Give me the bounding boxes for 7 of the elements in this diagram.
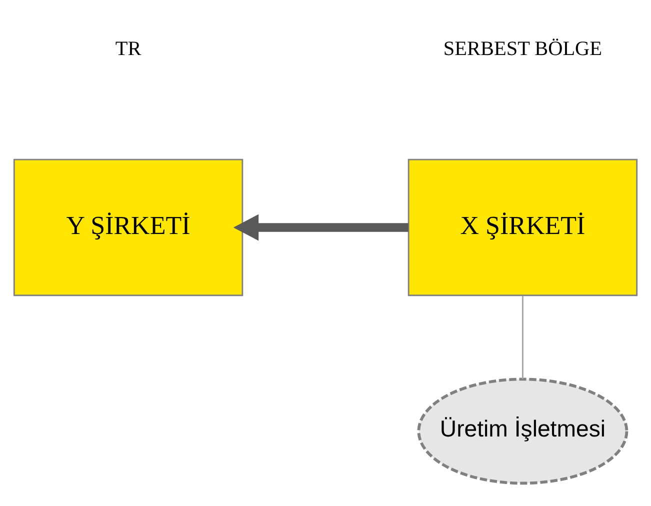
node-ellipse: Üretim İşletmesi [417,377,628,484]
connector [522,295,524,379]
label: TR [115,38,142,60]
node-box: X ŞİRKETİ [408,158,638,296]
node-box: Y ŞİRKETİ [13,158,244,296]
arrow [233,214,408,240]
label: SERBEST BÖLGE [443,38,602,60]
